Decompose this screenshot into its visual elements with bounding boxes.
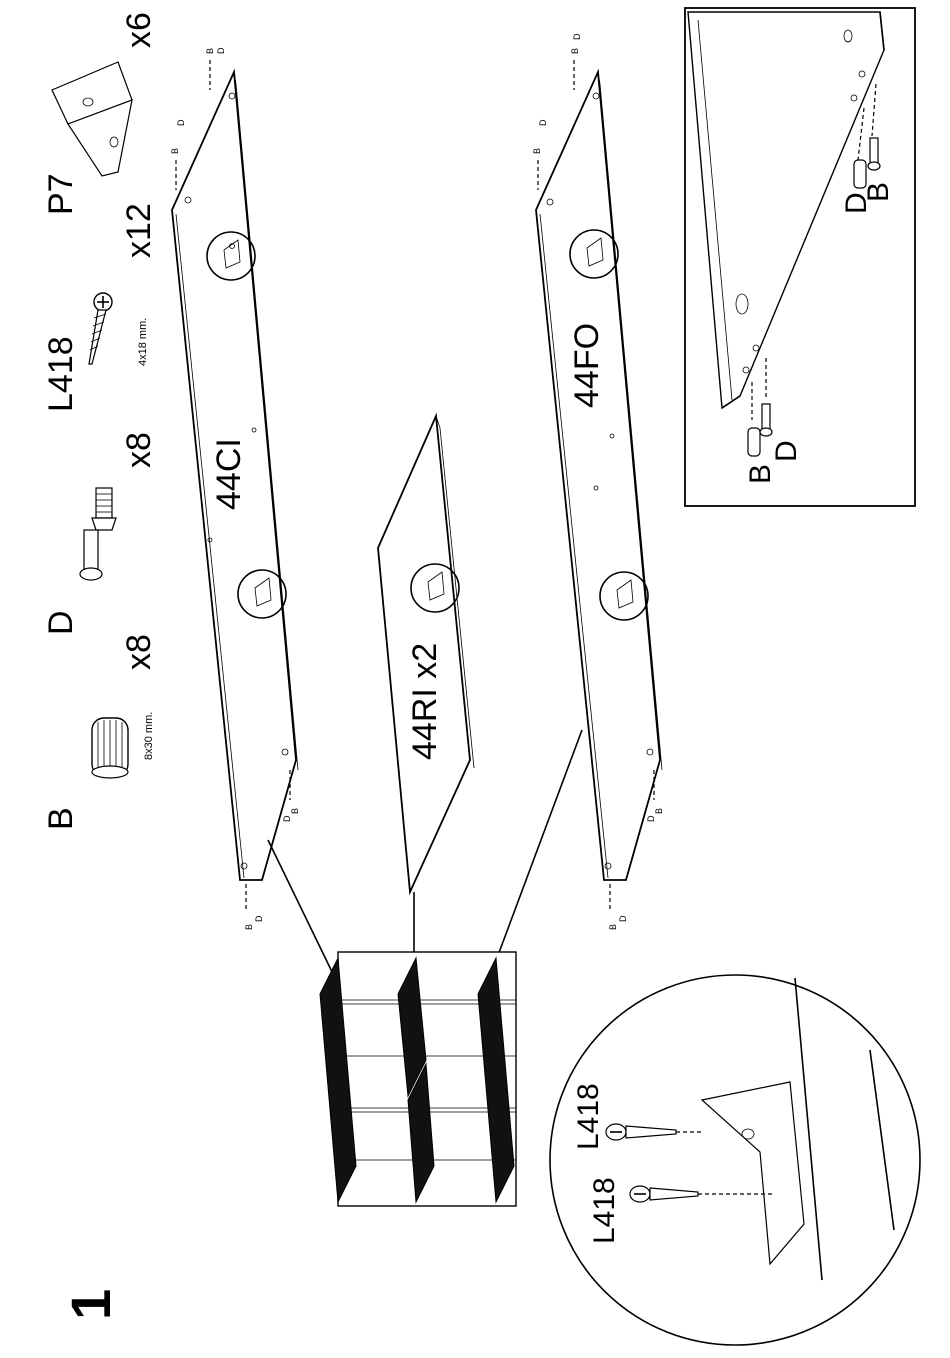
inset-label-b-bottom: B xyxy=(744,464,777,484)
hardware-l418-qty: x12 xyxy=(120,203,158,258)
detail-screw-label-2: L418 xyxy=(588,1177,621,1244)
panel-44ci-label: 44CI xyxy=(210,438,248,510)
panel-44fo-label: 44FO xyxy=(568,323,606,408)
dowel-icon xyxy=(92,718,128,778)
marker-b-3: B xyxy=(570,48,580,54)
hardware-l418-code: L418 xyxy=(42,336,80,412)
hardware-b-code: B xyxy=(42,807,80,830)
marker-d-6: D xyxy=(282,815,292,822)
cabinet-assembly xyxy=(320,952,516,1206)
detail-circle-bracket: L418 L418 xyxy=(550,975,920,1345)
marker-b-4: B xyxy=(532,148,542,154)
hardware-b-qty: x8 xyxy=(120,634,158,670)
bracket-icon xyxy=(52,62,132,176)
hardware-l418-size: 4x18 mm. xyxy=(137,318,149,366)
inset-label-d-bottom: D xyxy=(770,440,803,462)
marker-b-6: B xyxy=(290,808,300,814)
marker-d-2: D xyxy=(176,119,186,126)
panel-44ri-label: 44RI x2 xyxy=(406,643,444,760)
cam-bolt-icon xyxy=(80,488,116,580)
hardware-p7-qty: x6 xyxy=(120,12,158,48)
marker-d-5: D xyxy=(254,915,264,922)
marker-d-3: D xyxy=(572,33,582,40)
hardware-b-size: 8x30 mm. xyxy=(143,712,155,760)
marker-b-5: B xyxy=(244,924,254,930)
hardware-d-qty: x8 xyxy=(120,432,158,468)
screw-icon xyxy=(89,293,112,364)
step-number: 1 xyxy=(59,1289,122,1320)
panel-44ci: 44CI xyxy=(172,72,298,880)
marker-d-7: D xyxy=(618,915,628,922)
panel-44ri: 44RI x2 xyxy=(378,416,474,892)
hardware-d-code: D xyxy=(42,610,80,635)
panel-44fo: 44FO xyxy=(536,72,662,880)
inset-label-b-top: B xyxy=(862,182,895,202)
marker-b-7: B xyxy=(608,924,618,930)
marker-d-1: D xyxy=(216,47,226,54)
marker-b-1: B xyxy=(205,48,215,54)
marker-d-4: D xyxy=(538,119,548,126)
marker-d-8: D xyxy=(646,815,656,822)
detail-inset-box: D B B D xyxy=(685,8,915,506)
marker-b-2: B xyxy=(170,148,180,154)
detail-screw-label-1: L418 xyxy=(572,1083,605,1150)
marker-b-8: B xyxy=(654,808,664,814)
hardware-p7-code: P7 xyxy=(42,173,80,215)
